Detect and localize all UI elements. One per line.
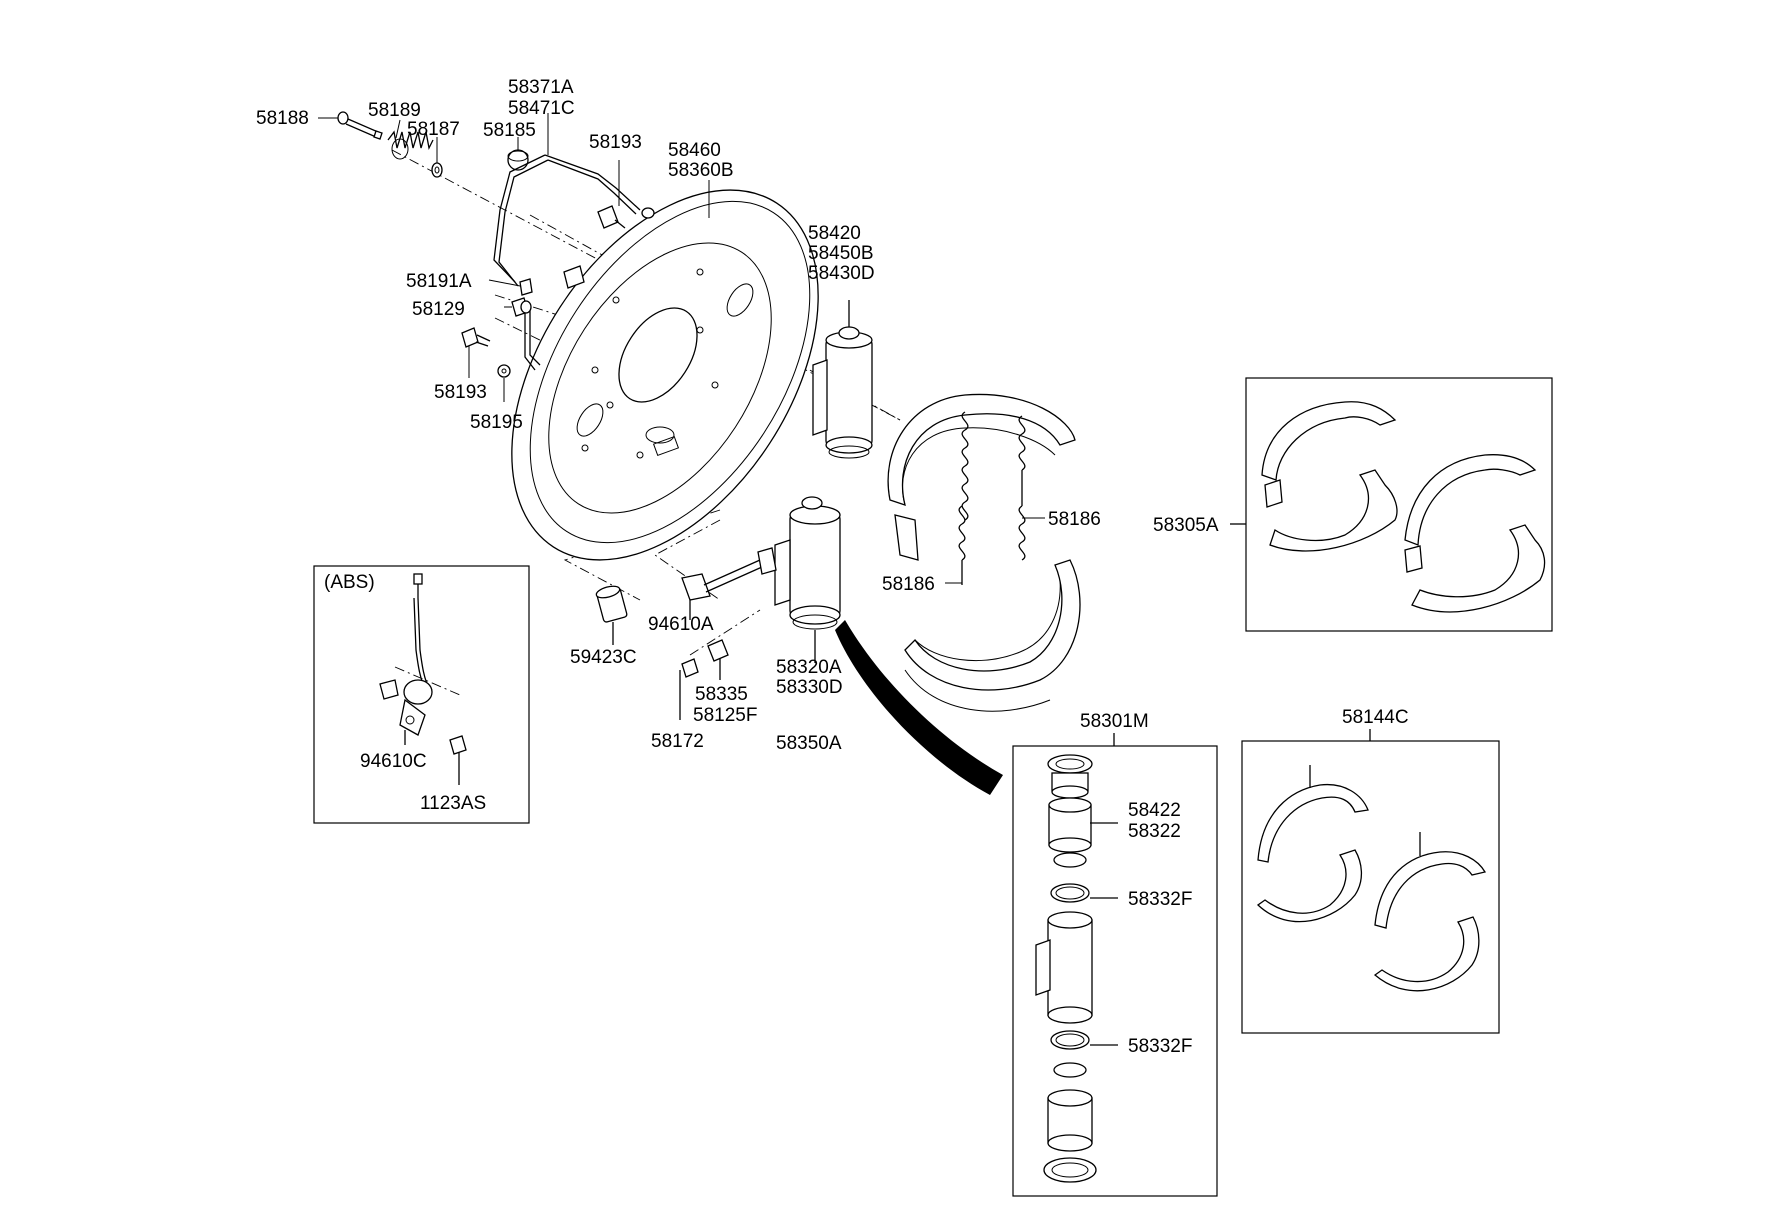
label-1123AS: 1123AS	[420, 793, 486, 814]
bolt-58193-lower	[461, 327, 491, 348]
label-94610A: 94610A	[648, 614, 714, 635]
label-58185: 58185	[483, 120, 536, 141]
screw-58172	[679, 658, 699, 720]
return-spring-right	[1018, 415, 1026, 561]
washer-58195	[497, 364, 511, 378]
label-58320A: 58320A	[776, 657, 842, 678]
label-94610C: 94610C	[360, 751, 427, 772]
label-58144C: 58144C	[1342, 707, 1409, 728]
label-58332F-low: 58332F	[1128, 1036, 1192, 1057]
label-58195: 58195	[470, 412, 523, 433]
hold-down-pin	[337, 111, 383, 140]
wheel-cylinder-lower	[774, 496, 841, 663]
brake-shoe-upper	[887, 393, 1076, 561]
label-58193-low: 58193	[434, 382, 487, 403]
label-58172: 58172	[651, 731, 704, 752]
label-58186-left: 58186	[882, 574, 935, 595]
spring-cup	[431, 162, 443, 178]
label-58330D: 58330D	[776, 677, 843, 698]
part-number-labels: 58188 58189 58187 58371A 58471C 58185 58…	[256, 77, 1409, 1057]
sensor-94610A	[681, 547, 777, 620]
label-58430D: 58430D	[808, 263, 875, 284]
label-58420: 58420	[808, 223, 861, 244]
label-58322: 58322	[1128, 821, 1181, 842]
grommet-plug	[507, 149, 529, 171]
bleeder-58335	[707, 639, 729, 680]
label-59423C: 59423C	[570, 647, 637, 668]
abs-box	[313, 565, 530, 824]
brake-tube	[493, 154, 641, 371]
label-58450B: 58450B	[808, 243, 874, 264]
clip-58191A	[519, 265, 585, 296]
label-58305A: 58305A	[1153, 515, 1219, 536]
label-58471C: 58471C	[508, 98, 575, 119]
label-58460: 58460	[668, 140, 721, 161]
label-58187: 58187	[407, 119, 460, 140]
label-58301M: 58301M	[1080, 711, 1149, 732]
wheel-cylinder-upper	[812, 300, 873, 459]
label-58191A: 58191A	[406, 271, 472, 292]
cylinder-kit-box-58301M	[1012, 733, 1218, 1197]
dust-cap-59423C	[595, 585, 628, 645]
label-58125F: 58125F	[693, 705, 757, 726]
label-58335: 58335	[695, 684, 748, 705]
label-58189: 58189	[368, 100, 421, 121]
backing-plate	[511, 189, 819, 561]
leader-lines	[318, 113, 1045, 584]
pointer-arrow	[835, 620, 1003, 795]
label-58360B: 58360B	[668, 160, 734, 181]
label-58332F-top: 58332F	[1128, 889, 1192, 910]
lining-box-58144C	[1241, 729, 1500, 1034]
bleeder-screw-top	[597, 205, 655, 229]
label-58129: 58129	[412, 299, 465, 320]
hold-down-spring	[387, 130, 434, 160]
shoe-set-box-58305A	[1230, 377, 1553, 632]
brake-shoe-lower	[904, 559, 1081, 712]
label-58350A: 58350A	[776, 733, 842, 754]
fitting-58129	[511, 297, 532, 317]
return-spring-left	[958, 411, 969, 585]
label-58371A: 58371A	[508, 77, 574, 98]
label-58422: 58422	[1128, 800, 1181, 821]
label-58186-right: 58186	[1048, 509, 1101, 530]
label-58188: 58188	[256, 108, 309, 129]
label-abs: (ABS)	[324, 572, 375, 593]
label-58193-top: 58193	[589, 132, 642, 153]
